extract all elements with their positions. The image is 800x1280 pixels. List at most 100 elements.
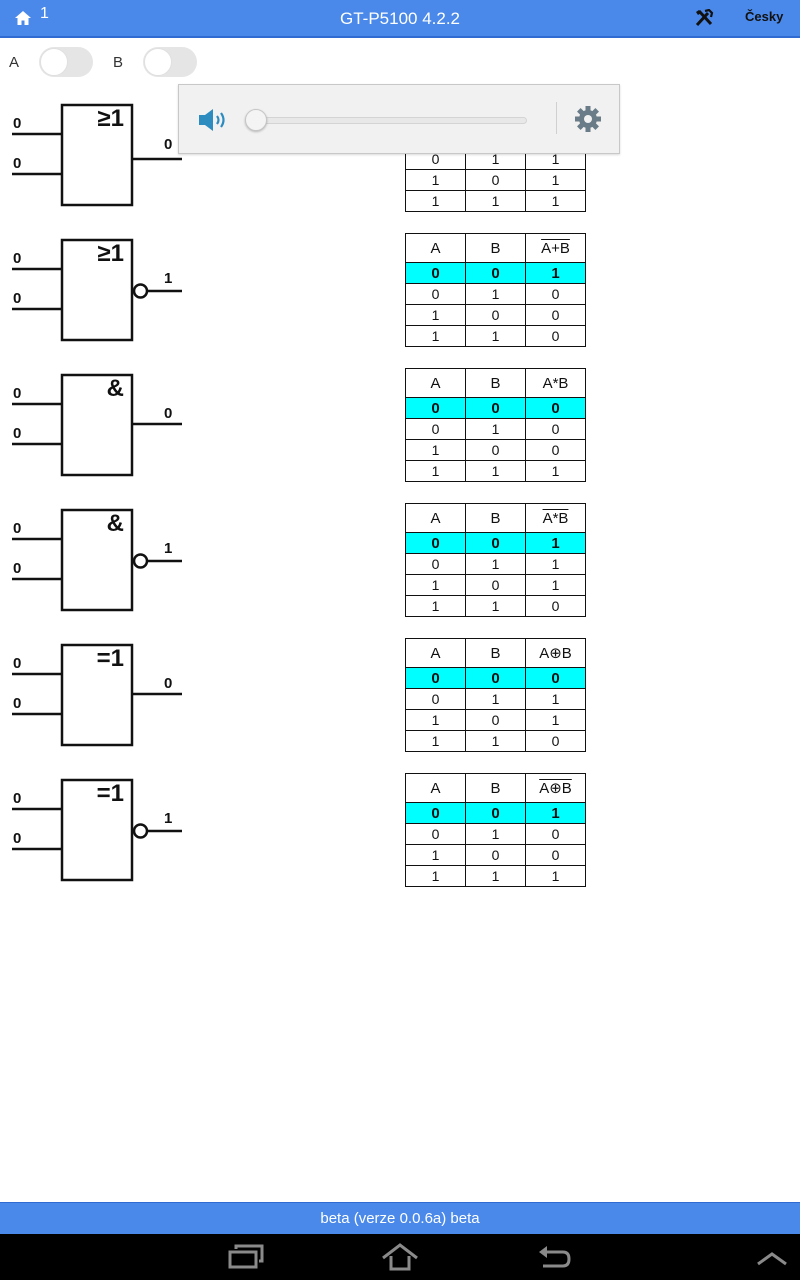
chevron-up-icon[interactable] [752,1242,792,1272]
nor-gate-symbol [12,238,182,342]
table-cell: 1 [525,169,586,191]
xnor-gate-symbol [12,778,182,882]
toggle-knob [144,48,172,76]
table-header-row: A B A*B [405,503,586,533]
table-cell: 1 [405,574,466,596]
table-cell: 1 [525,190,586,212]
gate-or: ≥1 0 0 0 [0,103,200,213]
header-text: A [430,509,441,527]
table-cell: 0 [405,688,466,710]
table-cell: 1 [465,190,526,212]
table-cell: 0 [405,553,466,575]
table-cell: 1 [405,304,466,326]
volume-panel [178,84,620,154]
input-b-value: 0 [13,155,22,172]
header-text: A*B [542,509,569,527]
table-cell: 0 [525,439,586,461]
gate-symbol: & [106,375,124,402]
input-a-toggle[interactable] [39,47,93,77]
table-header-cell: A [405,503,466,533]
table-cell: 0 [405,397,466,419]
input-b-value: 0 [13,830,22,847]
xor-gate-symbol [12,643,182,747]
table-cell: 1 [465,553,526,575]
table-cell: 0 [525,304,586,326]
table-cell: 0 [405,532,466,554]
tools-icon[interactable] [694,9,714,27]
language-selector[interactable]: Česky [745,9,784,24]
table-cell: 0 [465,397,526,419]
table-cell: 0 [525,667,586,689]
table-cell: 1 [405,709,466,731]
table-cell: 0 [525,844,586,866]
table-header-cell: A+B [525,233,586,263]
table-cell: 1 [405,865,466,887]
table-row: 1 1 1 [405,190,586,212]
gate-nand: & 0 0 1 [0,508,200,618]
table-cell: 1 [525,460,586,482]
header-text: B [490,509,501,527]
nand-gate-symbol [12,508,182,612]
table-cell: 1 [405,169,466,191]
table-cell: 0 [405,802,466,824]
header-text: A [430,374,441,392]
speaker-icon[interactable] [197,107,229,133]
volume-slider[interactable] [247,117,527,124]
table-header-cell: B [465,233,526,263]
table-cell: 1 [405,439,466,461]
truth-table-or: 0 1 1 1 0 1 1 1 1 [405,148,586,212]
table-cell: 1 [465,418,526,440]
back-icon[interactable] [535,1242,575,1272]
input-switches: A B [0,44,800,80]
table-cell: 1 [405,325,466,347]
home-outline-icon[interactable] [380,1242,420,1272]
table-cell: 1 [405,460,466,482]
gate-symbol: =1 [96,645,124,672]
table-header-cell: A⊕B [525,638,586,668]
device-title: GT-P5100 4.2.2 [339,9,461,28]
home-icon[interactable] [14,10,32,26]
toggle-knob [40,48,68,76]
table-cell: 0 [465,667,526,689]
input-a-value: 0 [13,655,22,672]
table-cell: 1 [525,262,586,284]
header-text: A⊕B [539,645,572,662]
output-value: 1 [164,810,173,827]
input-b-value: 0 [13,290,22,307]
input-b-value: 0 [13,560,22,577]
output-value: 0 [164,405,173,422]
table-cell: 0 [405,262,466,284]
gear-icon[interactable] [574,105,602,133]
recent-apps-icon[interactable] [226,1242,266,1272]
table-cell: 1 [405,595,466,617]
input-a-value: 0 [13,250,22,267]
gate-xor: =1 0 0 0 [0,643,200,753]
table-header-cell: A [405,233,466,263]
table-cell: 1 [525,553,586,575]
input-b-toggle[interactable] [143,47,197,77]
or-gate-symbol [12,103,182,207]
table-cell: 0 [465,262,526,284]
header-text: B [490,374,501,392]
header-text: B [490,779,501,797]
output-value: 1 [164,270,173,287]
table-cell: 1 [405,190,466,212]
volume-slider-handle[interactable] [245,109,267,131]
table-cell: 1 [465,595,526,617]
table-header-cell: B [465,503,526,533]
